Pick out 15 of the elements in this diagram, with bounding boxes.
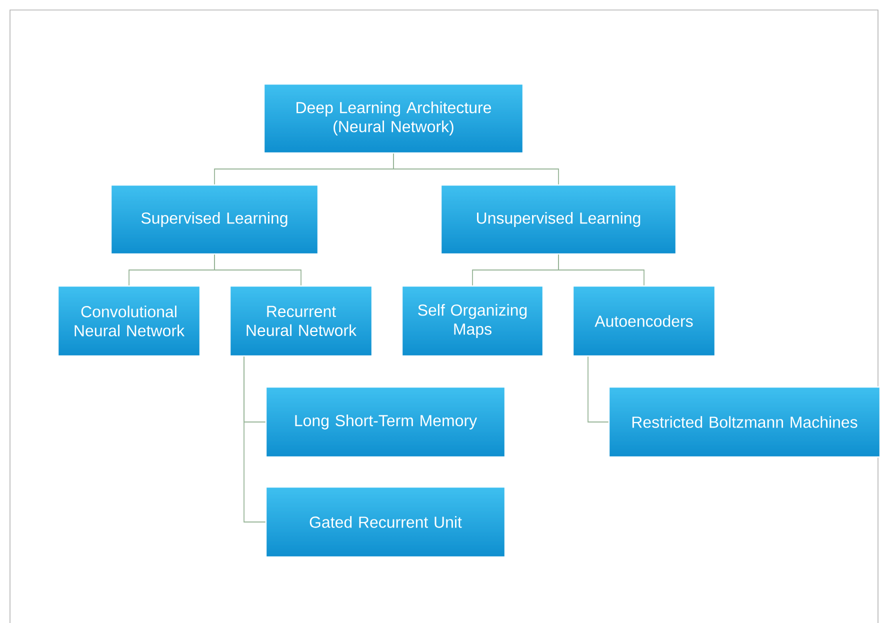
category-box: Long Short-Term Memory <box>265 386 506 458</box>
connector-line <box>558 254 644 286</box>
category-box: Gated Recurrent Unit <box>265 486 506 558</box>
category-box: Deep Learning Architecture (Neural Network) <box>263 83 524 154</box>
category-box: Supervised Learning <box>110 184 319 255</box>
category-box: Restricted Boltzmann Machines <box>608 386 881 458</box>
category-box: Unsupervised Learning <box>440 184 677 255</box>
connector-line <box>214 254 302 286</box>
category-box: Autoencoders <box>572 285 716 357</box>
connector-line <box>244 356 266 522</box>
connector-line <box>393 153 559 185</box>
category-box: Convolutional Neural Network <box>57 285 201 357</box>
category-box: Self Organizing Maps <box>401 285 544 357</box>
category-box: Recurrent Neural Network <box>229 285 373 357</box>
connector-line <box>588 356 609 422</box>
